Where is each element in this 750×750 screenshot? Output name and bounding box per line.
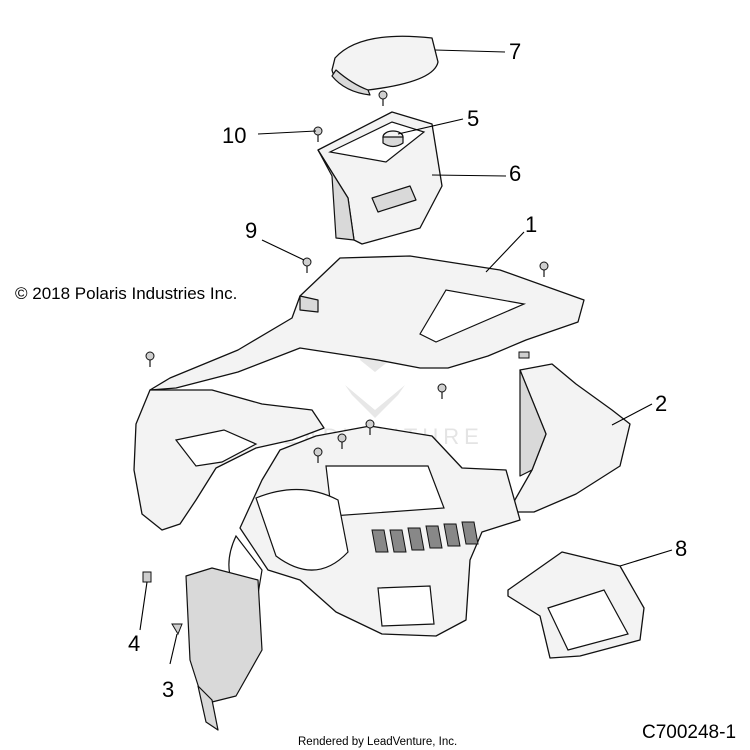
callout-3: 3	[162, 677, 174, 702]
callout-6: 6	[509, 161, 521, 186]
fastener-4	[142, 571, 152, 583]
fastener-right	[518, 351, 530, 359]
lower-dash-panel	[185, 425, 521, 731]
part-7-storage-lid	[331, 35, 439, 96]
callout-2: 2	[655, 391, 667, 416]
fastener-upper-right	[539, 261, 549, 277]
callout-10: 10	[222, 123, 246, 148]
fastener-left-top	[145, 351, 155, 367]
copyright-text: © 2018 Polaris Industries Inc.	[15, 284, 237, 303]
fastener-center-1	[365, 419, 375, 435]
fastener-center-3	[437, 383, 447, 399]
fastener-center-2	[313, 447, 323, 463]
part-2-right-side-panel	[507, 363, 631, 513]
rendered-by-text: Rendered by LeadVenture, Inc.	[298, 736, 457, 748]
leader-lines	[139, 49, 673, 665]
fastener-10	[313, 126, 323, 142]
fastener-9	[302, 257, 312, 273]
callout-7: 7	[509, 39, 521, 64]
callout-4: 4	[128, 631, 140, 656]
part-8-trim-bezel	[507, 551, 645, 659]
callout-9: 9	[245, 218, 257, 243]
fastener-lid	[378, 90, 388, 106]
callout-5: 5	[467, 106, 479, 131]
callout-1: 1	[525, 212, 537, 237]
left-side-panel	[133, 389, 325, 531]
fastener-3	[171, 623, 183, 636]
part-1-upper-dash-panel	[149, 255, 585, 391]
callout-8: 8	[675, 536, 687, 561]
diagram-id: C700248-1	[642, 722, 736, 743]
part-6-storage-bin	[317, 111, 443, 245]
fastener-center-4	[337, 433, 347, 449]
